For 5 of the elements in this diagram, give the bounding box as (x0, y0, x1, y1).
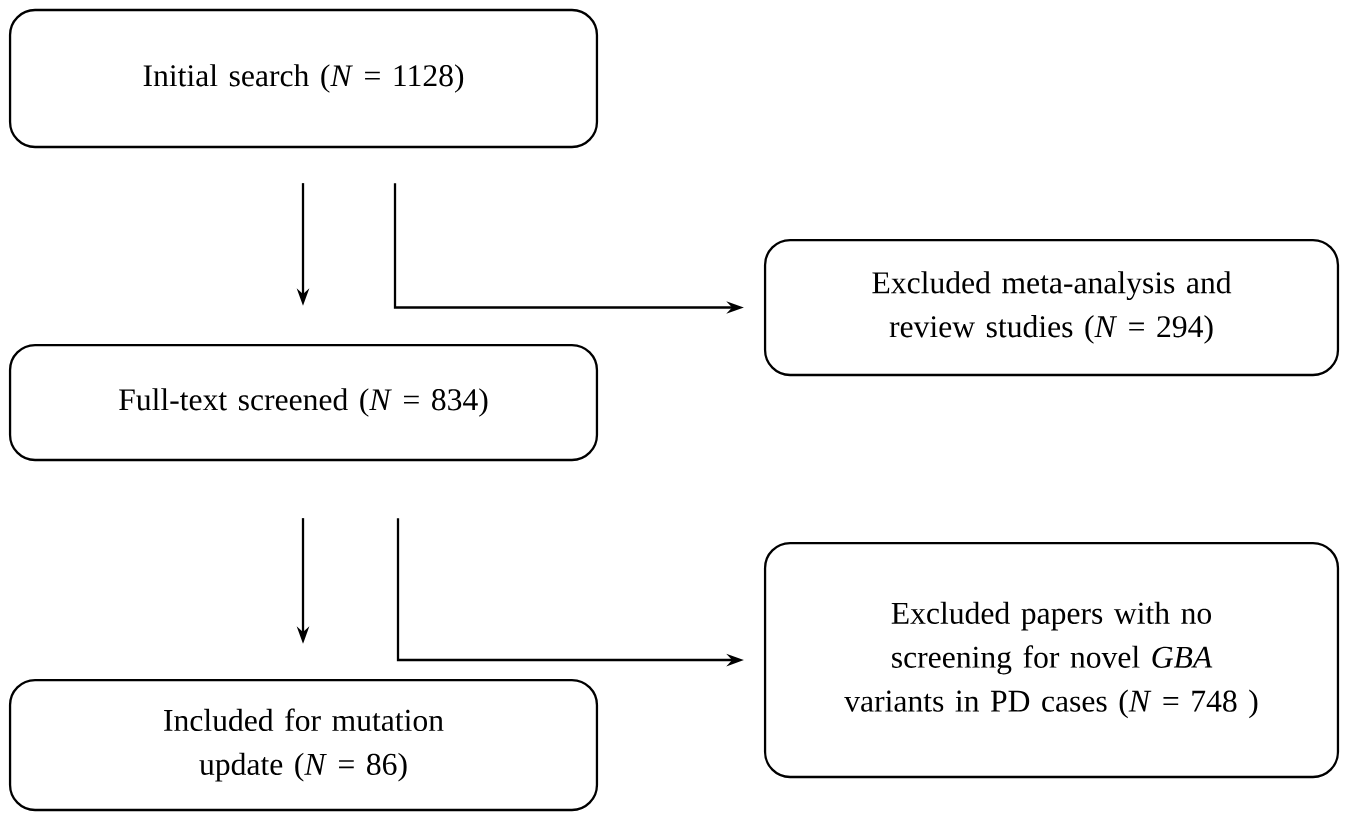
process-box: Full-text screened (N = 834) (8, 343, 599, 462)
process-box: Excluded meta-analysis and review studies (N = 294) (763, 238, 1340, 377)
process-box: Initial search (N = 1128) (8, 8, 599, 149)
process-box: Excluded papers with no screening for novel GBA variants in PD cases (N = 748 ) (763, 541, 1340, 779)
process-box: Included for mutation update (N = 86) (8, 678, 599, 812)
